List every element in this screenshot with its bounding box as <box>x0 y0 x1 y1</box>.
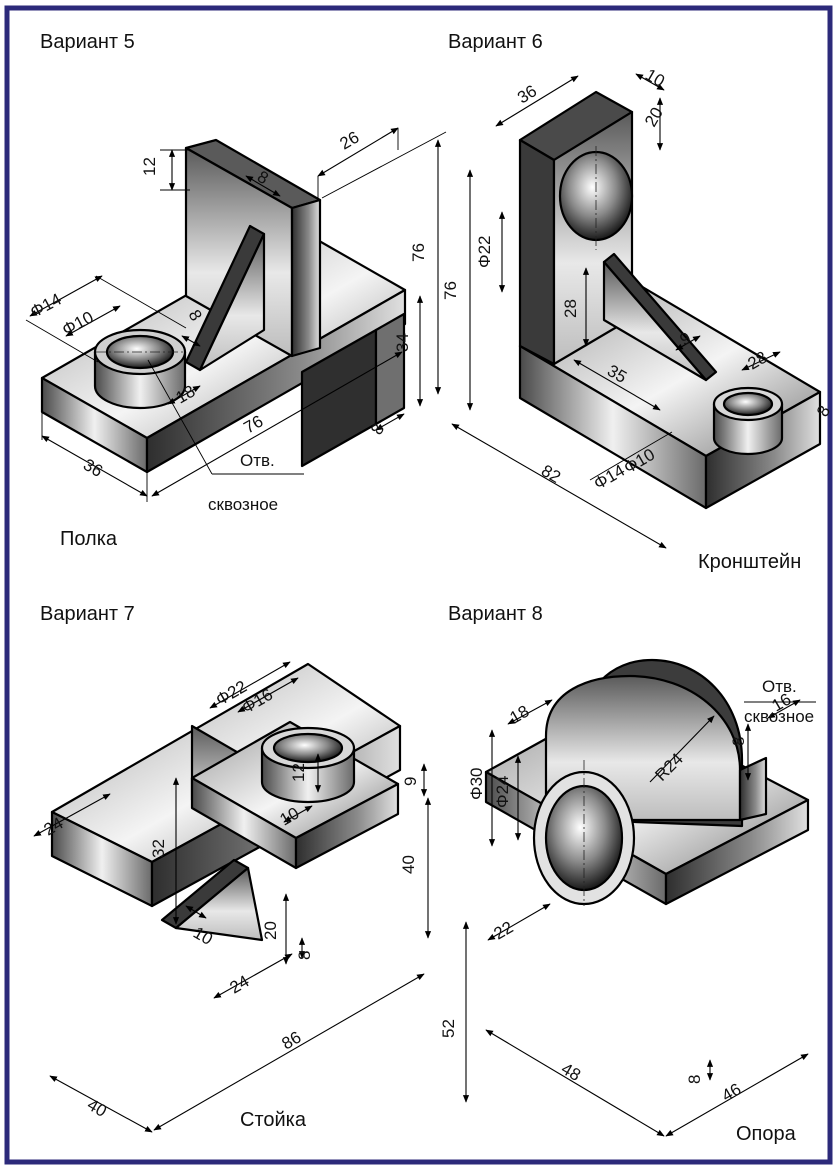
svg-text:52: 52 <box>439 1019 458 1038</box>
variant-6: Вариант 6 36 10 20 Φ22 76 28 <box>441 31 834 573</box>
variant-5-title: Вариант 5 <box>40 31 135 53</box>
svg-text:34: 34 <box>393 333 412 352</box>
base-side-face <box>664 798 810 906</box>
svg-text:32: 32 <box>149 839 168 858</box>
variant-6-title: Вариант 6 <box>448 31 543 53</box>
variant-6-name: Кронштейн <box>698 551 801 573</box>
svg-text:36: 36 <box>80 455 106 481</box>
svg-text:12: 12 <box>289 763 308 782</box>
boss-hole <box>722 391 774 417</box>
svg-text:76: 76 <box>441 281 460 300</box>
variant-7-name: Стойка <box>240 1109 307 1131</box>
variant-8-name: Опора <box>736 1123 797 1145</box>
svg-text:18: 18 <box>507 702 533 728</box>
boss-hole <box>272 732 344 764</box>
sheet-frame <box>4 5 833 1165</box>
variant-5-name: Полка <box>60 528 118 550</box>
svg-text:24: 24 <box>227 972 253 998</box>
svg-text:20: 20 <box>641 104 667 130</box>
variant-8-title: Вариант 8 <box>448 603 543 625</box>
hole-note-line1: Отв. <box>762 677 797 696</box>
upright-edge-face <box>518 138 556 366</box>
wall-side-face <box>290 198 322 358</box>
svg-text:76: 76 <box>409 243 428 262</box>
svg-text:48: 48 <box>558 1059 584 1085</box>
svg-text:Φ10: Φ10 <box>59 308 97 340</box>
svg-text:26: 26 <box>337 128 363 154</box>
top-block-side <box>294 782 400 870</box>
lower-shelf-side <box>374 312 406 426</box>
svg-text:8: 8 <box>685 1075 704 1084</box>
variant-7: Вариант 7 Φ22 Φ16 12 9 10 3 <box>33 603 432 1133</box>
svg-text:12: 12 <box>140 157 159 176</box>
rib-face <box>174 866 264 942</box>
variant-7-title: Вариант 7 <box>40 603 135 625</box>
hole-note-line2: сквозное <box>744 707 814 726</box>
hole-note-line2: сквозное <box>208 495 278 514</box>
svg-text:20: 20 <box>261 921 280 940</box>
variant-5: Вариант 5 12 26 8 7 <box>25 31 447 550</box>
svg-text:8: 8 <box>729 737 748 746</box>
svg-text:Φ14: Φ14 <box>27 290 65 322</box>
rib-face <box>198 232 266 372</box>
svg-text:36: 36 <box>514 81 540 107</box>
svg-text:82: 82 <box>538 461 564 487</box>
svg-text:8: 8 <box>295 951 314 960</box>
svg-text:28: 28 <box>561 299 580 318</box>
svg-text:Φ22: Φ22 <box>475 236 494 268</box>
svg-text:46: 46 <box>719 1080 745 1106</box>
svg-text:9: 9 <box>401 777 420 786</box>
hole-note-line1: Отв. <box>240 451 275 470</box>
svg-text:86: 86 <box>279 1028 305 1054</box>
svg-text:22: 22 <box>491 918 517 944</box>
svg-text:Φ24: Φ24 <box>493 776 512 808</box>
svg-text:10: 10 <box>642 65 668 91</box>
svg-text:40: 40 <box>84 1095 110 1121</box>
svg-text:Φ30: Φ30 <box>467 768 486 800</box>
rib-face <box>602 260 708 382</box>
variant-8: Вариант 8 18 Φ30 Φ24 R24 22 8 16 <box>439 603 816 1145</box>
upright-side-face <box>738 756 768 822</box>
svg-text:40: 40 <box>399 855 418 874</box>
